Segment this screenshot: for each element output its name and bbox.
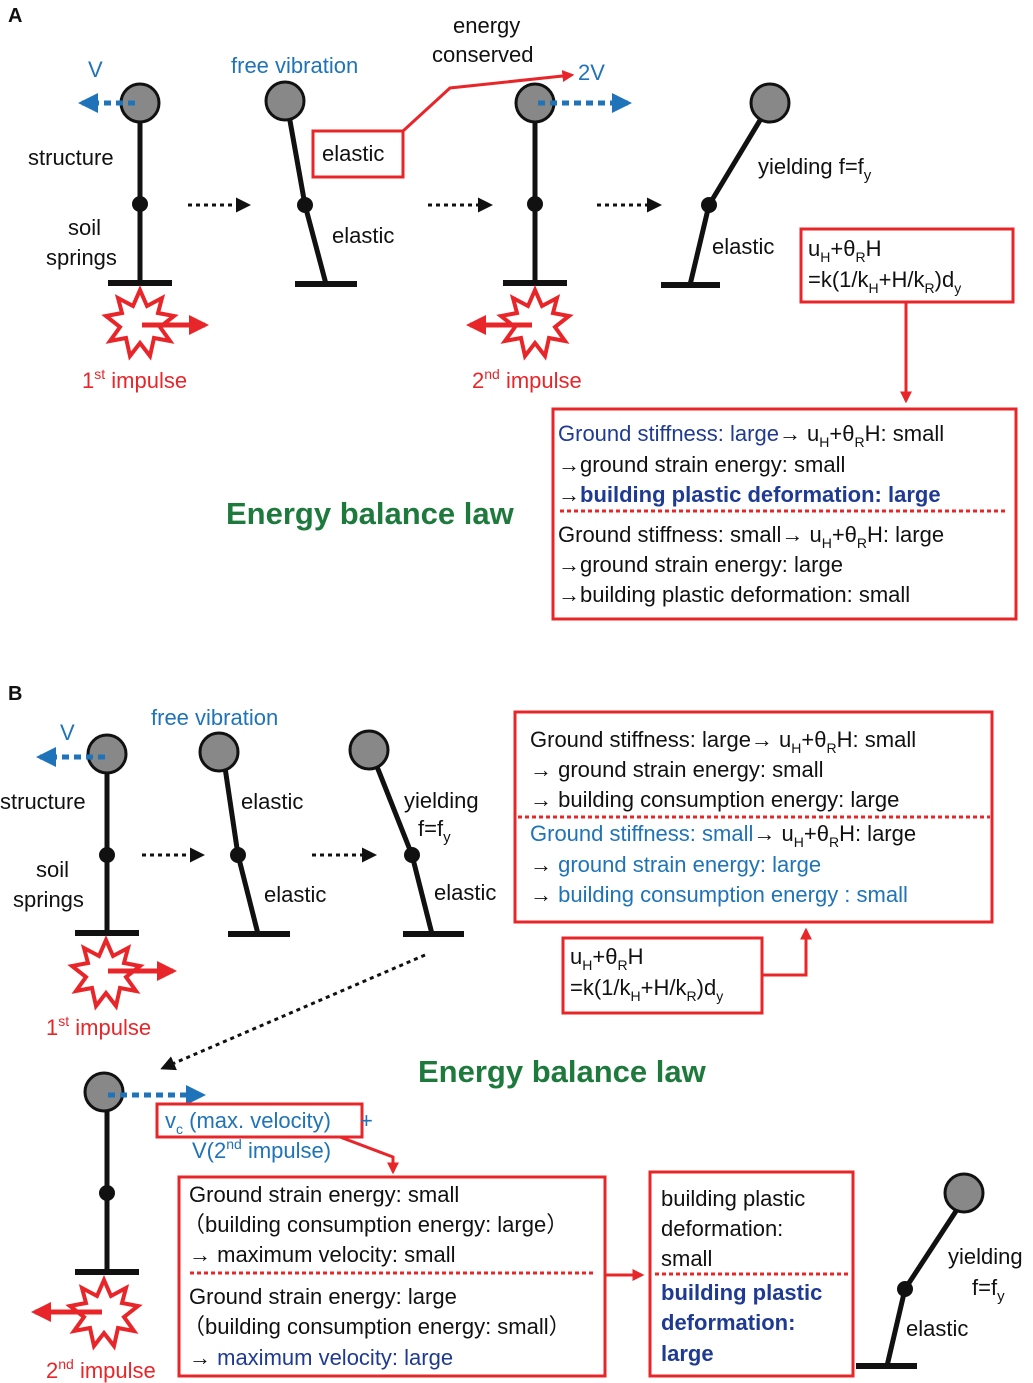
mass-a3 (514, 82, 556, 124)
panel-b: B V free vibration structure soil spring… (0, 683, 1023, 1383)
box-a-line1: Ground stiffness: large→ uH+θRH: small (558, 421, 944, 450)
box-b-top-line6: → building consumption energy : small (530, 882, 908, 907)
elastic-box-text-a: elastic (322, 141, 384, 166)
energy-law-b: Energy balance law (418, 1054, 707, 1089)
conserved-label-a: conserved (432, 42, 534, 67)
panel-b-label: B (8, 683, 22, 705)
soil-label-a2: springs (46, 245, 117, 270)
vc-plus: + (360, 1108, 373, 1133)
free-vibration-a: free vibration (231, 53, 358, 78)
elastic-b5: elastic (906, 1316, 968, 1341)
box-b-mid-line6: → maximum velocity: large (189, 1345, 453, 1370)
soil-label-b1: soil (36, 857, 69, 882)
structure-b5 (856, 1172, 985, 1369)
energy-label-a: energy (453, 13, 520, 38)
structure-b2 (198, 731, 290, 937)
box-b-right-line5: deformation: (661, 1310, 795, 1335)
impulse-label-a1: 1st impulse (82, 366, 187, 393)
box-b-top-line2: → ground strain energy: small (530, 757, 823, 782)
two-v-label-a: 2V (578, 60, 605, 85)
box-b-right-line4: building plastic (661, 1280, 822, 1305)
velocity-box-b (177, 1175, 607, 1378)
free-vibration-b: free vibration (151, 705, 278, 730)
mass-b5 (943, 1172, 985, 1214)
structure-a1 (78, 82, 172, 286)
box-b-mid-line4: Ground strain energy: large (189, 1284, 457, 1309)
box-b-top-line1: Ground stiffness: large→ uH+θRH: small (530, 727, 916, 756)
elastic-b3: elastic (434, 880, 496, 905)
impulse-burst-a1 (101, 285, 209, 361)
structure-a3 (503, 82, 632, 286)
formula-box-a (799, 227, 1015, 304)
elastic-label-a4: elastic (712, 234, 774, 259)
elastic-lower-b2: elastic (264, 882, 326, 907)
yielding-label-a: yielding f=fy (758, 154, 872, 184)
mass-b2 (198, 731, 240, 773)
box-b-mid-line5: （building consumption energy: small） (183, 1314, 571, 1339)
formula-box-b (561, 936, 764, 1015)
vc-label: vc (max. velocity) (165, 1108, 331, 1137)
yielding-b3-line2: f=fy (418, 816, 451, 846)
mass-a1 (119, 82, 161, 124)
box-b-mid-line1: Ground strain energy: small (189, 1182, 459, 1207)
box-b-top-line5: → ground strain energy: large (530, 852, 821, 877)
impulse-burst-b1 (67, 935, 177, 1011)
formula-b-line2: =k(1/kH+H/kR)dy (570, 975, 723, 1004)
v-label-a: V (88, 57, 103, 82)
yielding-b5-line2: f=fy (972, 1275, 1005, 1305)
elastic-label-a2: elastic (332, 223, 394, 248)
elastic-box-a (311, 129, 405, 179)
box-b-mid-line2: （building consumption energy: large） (183, 1212, 568, 1237)
mass-b4 (83, 1071, 125, 1113)
soil-label-a1: soil (68, 215, 101, 240)
elastic-upper-b2: elastic (241, 789, 303, 814)
structure-label-b: structure (0, 789, 86, 814)
balance-box-a (551, 407, 1018, 621)
structure-b3 (348, 729, 464, 937)
mass-b3 (348, 729, 390, 771)
yielding-b5-line1: yielding (948, 1244, 1023, 1269)
mass-a4 (749, 82, 791, 124)
impulse-label-a2: 2nd impulse (472, 366, 582, 393)
formula-a-line1: uH+θRH (808, 236, 881, 265)
impulse-burst-a2 (466, 285, 574, 361)
box-b-mid-line3: → maximum velocity: small (189, 1242, 455, 1267)
box-a-line3: →building plastic deformation: large (558, 482, 941, 507)
box-a-line6: →building plastic deformation: small (558, 582, 910, 607)
formula-a-line2: =k(1/kH+H/kR)dy (808, 267, 961, 296)
vc-box (155, 1102, 364, 1139)
structure-b1 (36, 733, 139, 936)
soil-label-b2: springs (13, 887, 84, 912)
mass-a2 (264, 80, 306, 122)
structure-a2 (264, 80, 357, 287)
impulse-label-b1: 1st impulse (46, 1013, 151, 1040)
v2-label: V(2nd impulse) (192, 1136, 331, 1163)
panel-a-label: A (8, 5, 22, 27)
box-b-right-line3: small (661, 1246, 712, 1271)
box-b-top-line3: → building consumption energy: large (530, 787, 899, 812)
box-a-line4: Ground stiffness: small→ uH+θRH: large (558, 522, 944, 551)
box-a-line2: →ground strain energy: small (558, 452, 845, 477)
box-a-line5: →ground strain energy: large (558, 552, 843, 577)
v-label-b: V (60, 720, 75, 745)
panel-a: A V structure soil springs 1st impulse (8, 5, 1018, 621)
structure-a4 (661, 82, 791, 288)
yielding-b3-line1: yielding (404, 788, 479, 813)
structure-b4 (75, 1071, 206, 1275)
impulse-label-b2: 2nd impulse (46, 1356, 156, 1383)
box-b-top-line4: Ground stiffness: small→ uH+θRH: large (530, 821, 916, 850)
energy-law-a: Energy balance law (226, 496, 515, 531)
impulse-burst-b2 (31, 1275, 143, 1351)
formula-b-line1: uH+θRH (570, 944, 643, 973)
box-b-right-line2: deformation: (661, 1216, 783, 1241)
box-b-right-line1: building plastic (661, 1186, 805, 1211)
structure-label-a: structure (28, 145, 114, 170)
box-b-right-line6: large (661, 1341, 714, 1366)
mass-b1 (86, 733, 128, 775)
